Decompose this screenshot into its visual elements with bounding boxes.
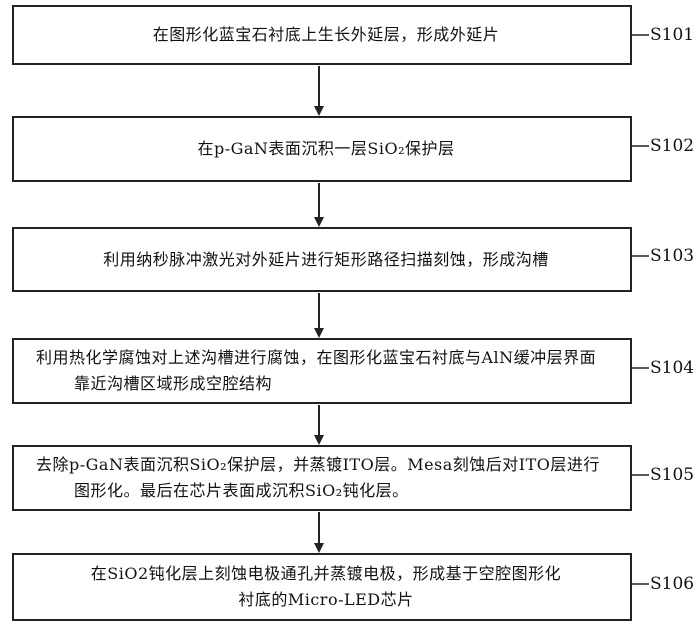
step-box-s106: 在SiO2钝化层上刻蚀电极通孔并蒸镀电极，形成基于空腔图形化 衬底的Micro-… xyxy=(12,553,632,621)
step-text-line-1: 利用热化学腐蚀对上述沟槽进行腐蚀，在图形化蓝宝石衬底与AlN缓冲层界面 xyxy=(36,348,597,367)
step-label-s101: S101 xyxy=(650,25,695,45)
step-box-s102: 在p-GaN表面沉积一层SiO₂保护层 xyxy=(12,116,632,182)
step-text-line-2: 衬底的Micro-LED芯片 xyxy=(238,590,414,609)
step-label-s103: S103 xyxy=(650,246,695,266)
step-box-s103: 利用纳秒脉冲激光对外延片进行矩形路径扫描刻蚀，形成沟槽 xyxy=(12,227,632,292)
step-text-line-2: 靠近沟槽区域形成空腔结构 xyxy=(74,374,273,393)
step-text: 在图形化蓝宝石衬底上生长外延层，形成外延片 xyxy=(152,25,500,44)
step-text-line-1: 去除p-GaN表面沉积SiO₂保护层，并蒸镀ITO层。Mesa刻蚀后对ITO层进… xyxy=(36,455,600,474)
step-text: 在p-GaN表面沉积一层SiO₂保护层 xyxy=(197,139,455,158)
step-box-s101: 在图形化蓝宝石衬底上生长外延层，形成外延片 xyxy=(12,5,632,65)
step-text-line-1: 在SiO2钝化层上刻蚀电极通孔并蒸镀电极，形成基于空腔图形化 xyxy=(90,564,562,583)
step-box-s105: 去除p-GaN表面沉积SiO₂保护层，并蒸镀ITO层。Mesa刻蚀后对ITO层进… xyxy=(12,445,632,511)
step-box-s104: 利用热化学腐蚀对上述沟槽进行腐蚀，在图形化蓝宝石衬底与AlN缓冲层界面 靠近沟槽… xyxy=(12,338,632,404)
step-label-s102: S102 xyxy=(650,136,695,156)
step-label-s105: S105 xyxy=(650,465,695,485)
step-text: 利用纳秒脉冲激光对外延片进行矩形路径扫描刻蚀，形成沟槽 xyxy=(103,249,549,269)
step-label-s106: S106 xyxy=(650,574,695,594)
step-text-line-2: 图形化。最后在芯片表面成沉积SiO₂钝化层。 xyxy=(74,481,409,500)
step-label-s104: S104 xyxy=(650,358,695,378)
